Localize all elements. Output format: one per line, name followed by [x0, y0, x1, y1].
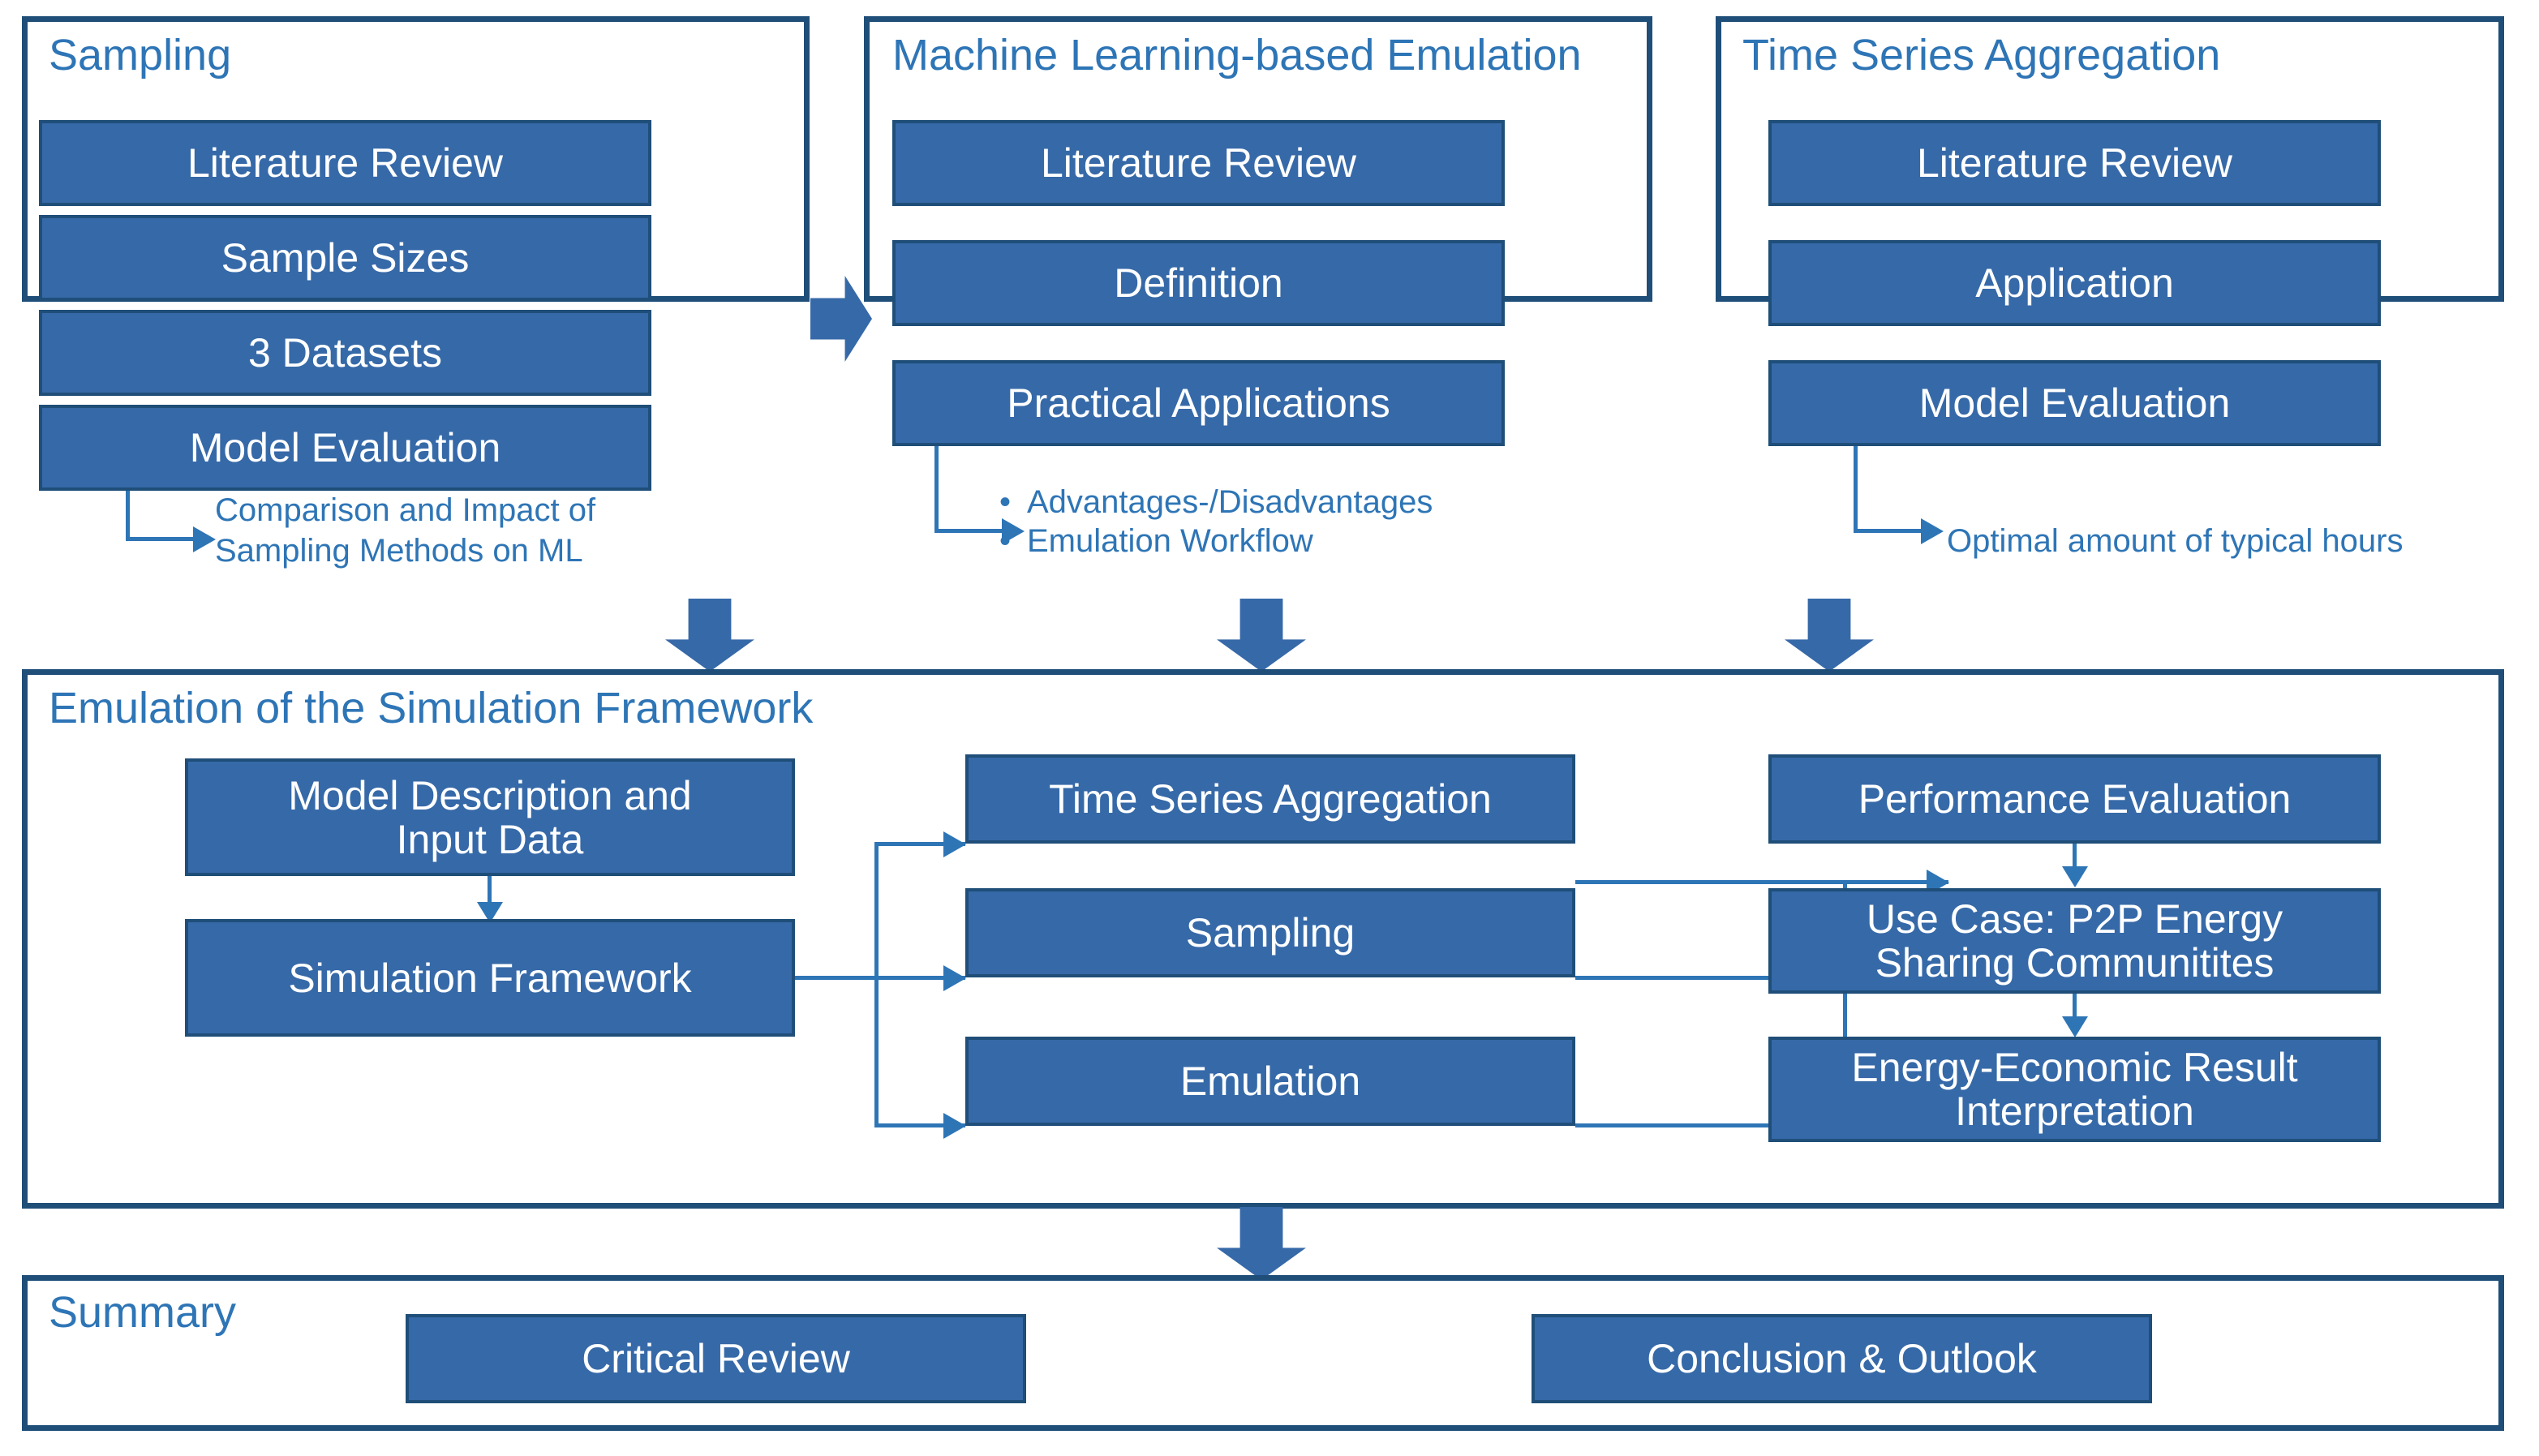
- panel-emulation-framework-title: Emulation of the Simulation Framework: [49, 684, 814, 732]
- note-sampling-line1: Comparison and Impact of: [215, 492, 596, 528]
- panel-time-series-title: Time Series Aggregation: [1742, 31, 2221, 79]
- connector-simulation-bus-vertical: [874, 844, 879, 1126]
- bullet-dot-icon: •: [999, 484, 1012, 520]
- box-model-description-and-input-data[interactable]: Model Description and Input Data: [185, 758, 795, 876]
- box-sampling-3-datasets[interactable]: 3 Datasets: [39, 310, 651, 396]
- panel-sampling-title: Sampling: [49, 31, 232, 79]
- list-item: • Advantages-/Disadvantages: [999, 483, 1616, 522]
- connector-merge-to-performance: [1843, 880, 1948, 884]
- connector-bus-to-tsa-arrowhead: [943, 831, 966, 857]
- arrow-time-series-to-framework: [1785, 599, 1874, 672]
- box-use-case-p2p-energy-sharing[interactable]: Use Case: P2P Energy Sharing Communitite…: [1768, 888, 2381, 994]
- connector-bus-to-sampling-arrowhead: [943, 965, 966, 991]
- connector-tsa-arrowhead: [1921, 518, 1944, 544]
- connector-emulation-out: [1575, 1123, 1846, 1127]
- connector-bus-to-sampling: [874, 976, 965, 980]
- connector-ml-arrowhead: [1002, 518, 1025, 544]
- bullet-dot-icon: •: [999, 523, 1012, 559]
- bullet-list-ml: • Advantages-/Disadvantages • Emulation …: [999, 483, 1616, 560]
- box-sampling-literature-review[interactable]: Literature Review: [39, 120, 651, 206]
- box-tsa-literature-review[interactable]: Literature Review: [1768, 120, 2381, 206]
- connector-sampling-elbow-horizontal: [126, 537, 195, 541]
- box-performance-evaluation[interactable]: Performance Evaluation: [1768, 754, 2381, 844]
- box-label-line2: Interpretation: [1955, 1089, 2194, 1134]
- connector-ml-elbow-vertical: [934, 446, 939, 533]
- box-sampling-model-evaluation[interactable]: Model Evaluation: [39, 405, 651, 491]
- box-ml-literature-review[interactable]: Literature Review: [892, 120, 1505, 206]
- box-conclusion-outlook[interactable]: Conclusion & Outlook: [1532, 1314, 2152, 1403]
- box-tsa-application[interactable]: Application: [1768, 240, 2381, 326]
- box-label-line2: Sharing Communitites: [1875, 940, 2275, 986]
- arrow-framework-to-summary: [1217, 1207, 1306, 1280]
- connector-tsa-out: [1575, 880, 1846, 884]
- box-energy-economic-result-interpretation[interactable]: Energy-Economic Result Interpretation: [1768, 1037, 2381, 1142]
- box-simulation-framework[interactable]: Simulation Framework: [185, 919, 795, 1037]
- connector-bus-to-emulation: [874, 1123, 965, 1127]
- box-tsa-model-evaluation[interactable]: Model Evaluation: [1768, 360, 2381, 446]
- connector-performance-to-usecase-arrowhead: [2062, 866, 2088, 887]
- box-label-line1: Model Description and: [288, 772, 692, 818]
- connector-merge-bus-vertical: [1843, 880, 1847, 1126]
- connector-ml-elbow-horizontal: [934, 529, 1003, 533]
- bullet-label: Advantages-/Disadvantages: [1027, 484, 1433, 520]
- box-sampling[interactable]: Sampling: [965, 888, 1575, 977]
- box-sampling-sample-sizes[interactable]: Sample Sizes: [39, 215, 651, 301]
- box-time-series-aggregation[interactable]: Time Series Aggregation: [965, 754, 1575, 844]
- connector-usecase-to-result: [2073, 994, 2077, 1022]
- list-item: • Emulation Workflow: [999, 522, 1616, 560]
- connector-bus-to-emulation-arrowhead: [943, 1113, 966, 1139]
- connector-sampling-out: [1575, 976, 1846, 980]
- box-label-line2: Input Data: [396, 816, 584, 862]
- connector-bus-to-tsa: [874, 842, 965, 846]
- connector-tsa-elbow-horizontal: [1854, 529, 1923, 533]
- arrow-ml-emulation-to-framework: [1217, 599, 1306, 672]
- box-label-line1: Use Case: P2P Energy: [1866, 896, 2283, 942]
- note-sampling-line2: Sampling Methods on ML: [215, 533, 583, 569]
- connector-sampling-elbow-vertical: [126, 491, 130, 541]
- box-critical-review[interactable]: Critical Review: [406, 1314, 1026, 1403]
- connector-performance-to-usecase: [2073, 844, 2077, 872]
- box-ml-definition[interactable]: Definition: [892, 240, 1505, 326]
- connector-usecase-to-result-arrowhead: [2062, 1016, 2088, 1037]
- panel-summary-title: Summary: [49, 1288, 237, 1337]
- box-ml-practical-applications[interactable]: Practical Applications: [892, 360, 1505, 446]
- arrow-sampling-to-framework: [665, 599, 754, 672]
- box-emulation[interactable]: Emulation: [965, 1037, 1575, 1126]
- connector-tsa-elbow-vertical: [1854, 446, 1858, 533]
- box-label-line1: Energy-Economic Result: [1851, 1045, 2298, 1090]
- note-tsa: Optimal amount of typical hours: [1947, 523, 2404, 559]
- connector-sampling-arrowhead: [193, 526, 216, 552]
- bullet-label: Emulation Workflow: [1027, 523, 1313, 559]
- arrow-sampling-to-ml-emulation: [810, 276, 872, 362]
- panel-ml-emulation-title: Machine Learning-based Emulation: [892, 31, 1582, 79]
- connector-model-to-simulation-vertical: [488, 876, 492, 907]
- connector-simulation-bus-out: [795, 976, 878, 980]
